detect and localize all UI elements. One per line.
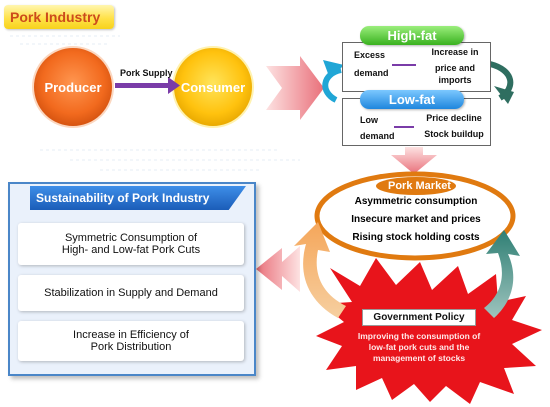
producer-circle [32, 46, 114, 128]
low-fat-cause-line1: Low [360, 115, 378, 125]
low-fat-effect-line2: Stock buildup [424, 129, 484, 139]
page-title: Pork Industry [4, 5, 114, 29]
government-policy-line2: low-fat pork cuts and the [368, 342, 470, 352]
high-fat-effect-line2: price and imports [434, 63, 475, 85]
consumer-label: Consumer [180, 80, 246, 95]
low-fat-cause-line2: demand [360, 131, 395, 141]
sustainability-item-3-line1: Increase in Efficiency of [73, 329, 189, 341]
sustainability-item-1-line2: High- and Low-fat Pork Cuts [61, 244, 201, 256]
sustainability-item-3: Increase in Efficiency of Pork Distribut… [18, 321, 244, 361]
pink-arrow-right [266, 56, 324, 120]
sustainability-header: Sustainability of Pork Industry [30, 186, 246, 210]
low-fat-arrow [394, 126, 414, 128]
market-title-bg [376, 177, 456, 195]
pork-supply-label: Pork Supply [120, 68, 173, 78]
sustainability-item-2-line1: Stabilization in Supply and Demand [44, 287, 218, 299]
background-lines [10, 35, 300, 171]
sustainability-item-1: Symmetric Consumption of High- and Low-f… [18, 223, 244, 265]
low-fat-header: Low-fat [360, 90, 464, 109]
pink-arrow-down [391, 147, 437, 174]
high-fat-header: High-fat [360, 26, 464, 45]
high-fat-cause-line2: demand [354, 68, 389, 78]
market-item-2: Insecure market and prices [351, 214, 481, 225]
sustainability-item-2: Stabilization in Supply and Demand [18, 275, 244, 311]
low-fat-effect-line1: Price decline [426, 113, 482, 123]
pork-supply-arrow [115, 77, 180, 94]
market-title: Pork Market [388, 180, 451, 192]
government-policy-label: Government Policy [362, 309, 476, 326]
high-fat-box [342, 42, 491, 92]
teal-up-arrow [484, 230, 520, 318]
low-fat-effect: Price decline Stock buildup [422, 112, 486, 140]
market-ring [314, 171, 516, 261]
government-policy-text: Improving the consumption of low-fat por… [344, 331, 494, 364]
low-fat-cause: Low demand [360, 114, 395, 142]
sustainability-item-1-line1: Symmetric Consumption of [64, 232, 198, 244]
high-fat-cause: Excess demand [354, 49, 389, 79]
producer-label: Producer [44, 80, 102, 95]
high-fat-effect: Increase in price and imports [423, 46, 487, 86]
page-title-text: Pork Industry [10, 9, 101, 25]
high-fat-cause-line1: Excess [354, 50, 386, 60]
market-item-1: Asymmetric consumption [354, 196, 478, 207]
high-fat-arrow [392, 64, 416, 66]
peach-up-arrow [294, 222, 346, 318]
government-policy-line3: management of stocks [372, 353, 466, 363]
sustainability-title: Sustainability of Pork Industry [36, 191, 210, 205]
government-burst [316, 258, 542, 404]
market-item-3: Rising stock holding costs [352, 232, 480, 243]
high-fat-effect-line1: Increase in [431, 47, 479, 57]
pink-arrow-left [256, 246, 300, 292]
government-policy-line1: Improving the consumption of [357, 331, 481, 341]
sustainability-item-3-line2: Pork Distribution [90, 341, 172, 353]
